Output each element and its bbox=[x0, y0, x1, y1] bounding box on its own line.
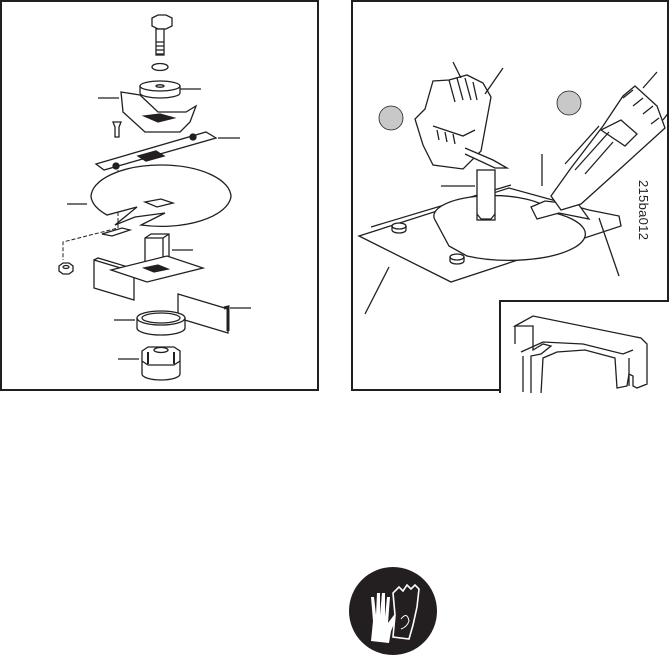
washer-icon bbox=[151, 62, 169, 72]
lock-nut-icon bbox=[58, 262, 74, 275]
fan-blade-icon bbox=[98, 91, 198, 133]
protective-gloves-icon bbox=[349, 567, 437, 655]
disc-guard-icon bbox=[67, 164, 232, 237]
right-hand-glove-icon bbox=[550, 71, 669, 211]
cutter-bar-icon bbox=[94, 131, 240, 171]
screw-icon bbox=[112, 121, 122, 138]
exploded-assembly-drawing bbox=[58, 14, 251, 381]
blade-fitting-figure: 215ba012 bbox=[351, 0, 669, 393]
blade-fitting-drawing bbox=[357, 61, 669, 315]
drive-nut-icon bbox=[118, 346, 181, 381]
marker-circle-left bbox=[378, 105, 404, 131]
flange-icon bbox=[139, 80, 201, 99]
locking-tool-inset bbox=[499, 300, 669, 393]
bolt-icon bbox=[151, 14, 173, 56]
marker-circle-right bbox=[556, 90, 582, 116]
exploded-assembly-figure bbox=[0, 0, 319, 391]
left-hand-glove-icon bbox=[414, 61, 510, 170]
socket-tool-icon bbox=[441, 169, 496, 221]
gloves-symbol bbox=[371, 583, 420, 643]
locking-tool-drawing bbox=[512, 315, 648, 393]
figure-reference-code: 215ba012 bbox=[636, 180, 651, 241]
blade-icon bbox=[93, 255, 251, 334]
spacer-ring-icon bbox=[114, 310, 186, 336]
fork-wrench-icon bbox=[512, 315, 648, 393]
